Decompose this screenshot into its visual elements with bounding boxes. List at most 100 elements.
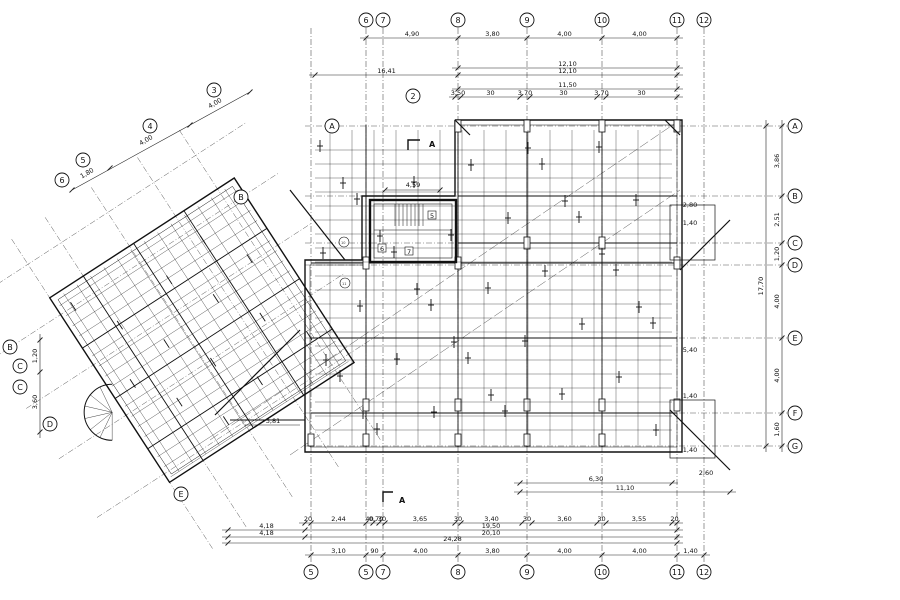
column bbox=[454, 119, 462, 133]
dimension-tick bbox=[455, 72, 461, 78]
column bbox=[523, 433, 531, 447]
grid-axis-angled bbox=[96, 332, 383, 518]
wing-rebar-tag bbox=[176, 397, 183, 407]
diagonal-reference-line bbox=[209, 119, 681, 441]
dim-misc-label: 5,40 bbox=[683, 346, 697, 354]
dimension-tick bbox=[674, 552, 680, 558]
dimension-tick bbox=[363, 35, 369, 41]
column bbox=[362, 398, 370, 412]
diagonal-reference-line bbox=[289, 189, 681, 456]
dimension-tick bbox=[779, 335, 785, 341]
dimension-tick bbox=[225, 540, 231, 546]
dim-top-5-label: 3,50 bbox=[451, 89, 465, 97]
grid-bubble-left-outer-label: E bbox=[178, 490, 183, 499]
wing-rebar bbox=[103, 267, 220, 446]
grid-axis-angled bbox=[26, 223, 312, 409]
dimension-tick bbox=[455, 552, 461, 558]
dim-lower-right-label: 2,60 bbox=[699, 469, 713, 477]
wing-beam bbox=[133, 243, 254, 429]
grid-bubble-angled-label: 5 bbox=[80, 156, 85, 165]
grid-bubble-top-label: 6 bbox=[363, 16, 368, 25]
grid-bubble-angled-label: 4 bbox=[147, 122, 152, 131]
dim-misc-label: 2,80 bbox=[683, 201, 697, 209]
dim-misc-label: 1,40 bbox=[683, 392, 697, 400]
section-mark-bottom: A bbox=[382, 491, 406, 505]
dim-bottom-1-label: 2,44 bbox=[331, 515, 345, 523]
dim-left-label: 1,20 bbox=[31, 349, 39, 363]
dimension-tick bbox=[674, 65, 680, 71]
dimension-tick bbox=[187, 122, 193, 128]
grid-bubble-left-outer: C bbox=[12, 379, 28, 395]
wing-rebar bbox=[63, 293, 180, 472]
grid-bubble-bottom-label: 5 bbox=[308, 568, 313, 577]
dimension-tick bbox=[37, 429, 43, 435]
dim-bottom-5-label: 4,00 bbox=[557, 547, 571, 555]
grid-bubble-right: A bbox=[787, 118, 803, 134]
dim-top-5-label: 3,70 bbox=[518, 89, 532, 97]
dimension-tick bbox=[225, 534, 231, 540]
wing-rebar-tag bbox=[212, 294, 219, 303]
column bbox=[523, 398, 531, 412]
grid-bubble-right-label: A bbox=[792, 122, 798, 131]
grid-bubble-right: G bbox=[787, 438, 803, 454]
grid-bubble-bottom: 10 bbox=[594, 564, 610, 580]
slab-outline bbox=[304, 119, 683, 453]
dimension-tick bbox=[674, 86, 680, 92]
grid-bubble-top-label: 11 bbox=[672, 16, 682, 25]
cantilever-brace bbox=[669, 409, 731, 471]
dim-left-label: 3,60 bbox=[31, 395, 39, 409]
curved-stair-tread bbox=[99, 386, 113, 413]
wing-rebar-tag bbox=[166, 275, 173, 285]
grid-bubble-top: 9 bbox=[519, 12, 535, 28]
grid-bubble-left-outer-label: C bbox=[17, 362, 23, 371]
grid-bubble-right-label: D bbox=[792, 261, 798, 270]
wing-rebar-tag bbox=[259, 312, 266, 322]
grid-bubble-bottom: 11 bbox=[669, 564, 685, 580]
cantilever-frame bbox=[669, 204, 716, 261]
column bbox=[598, 236, 606, 250]
dimension-tick bbox=[727, 489, 733, 495]
dimension-tick bbox=[674, 72, 680, 78]
dim-bottom-2-label: 4,18 bbox=[259, 522, 273, 530]
grid-bubble-left-outer: D bbox=[42, 416, 58, 432]
curved-stair-tread bbox=[90, 412, 113, 430]
dim-right-label: 2,51 bbox=[773, 212, 781, 226]
dim-bottom-1-label: 30 bbox=[454, 515, 462, 523]
grid-bubble-angled: 3 bbox=[206, 82, 222, 98]
dimension-tick bbox=[376, 520, 382, 526]
dim-bottom-3-label: 4,18 bbox=[259, 529, 273, 537]
dim-top-1-label: 4,90 bbox=[405, 30, 419, 38]
dim-bottom-3-label: 20,10 bbox=[482, 529, 501, 537]
grid-bubble-top: 8 bbox=[450, 12, 466, 28]
dimension-tick bbox=[527, 94, 533, 100]
dim-misc-label: 3,81 bbox=[266, 417, 280, 425]
wing-rebar-tag bbox=[129, 378, 136, 388]
dimension-tick bbox=[455, 35, 461, 41]
column bbox=[673, 398, 681, 412]
grid-bubble-angled: 6 bbox=[54, 172, 70, 188]
wing-rebar-tag bbox=[256, 376, 263, 386]
column bbox=[598, 398, 606, 412]
grid-bubble-left-outer-label: D bbox=[47, 420, 53, 429]
grid-bubble-right-label: E bbox=[792, 334, 797, 343]
grid-bubble-right: F bbox=[787, 405, 803, 421]
grid-bubble-bottom: 8 bbox=[450, 564, 466, 580]
wing-rebar bbox=[130, 249, 247, 428]
dimension-tick bbox=[529, 520, 535, 526]
dimension-tick bbox=[455, 65, 461, 71]
dimension-tick bbox=[458, 94, 464, 100]
dimension-lines bbox=[37, 35, 785, 558]
wing-rebar-tag bbox=[246, 254, 253, 264]
dimension-tick bbox=[107, 165, 113, 171]
grid-bubble-left-inner: A bbox=[324, 118, 340, 134]
dim-right-total-label: 17,70 bbox=[757, 277, 765, 296]
wing-rebar bbox=[211, 197, 327, 376]
grid-bubble-right: C bbox=[787, 235, 803, 251]
node-tag-11: 11 bbox=[342, 282, 346, 286]
grid-bubble-left-outer: E bbox=[173, 486, 189, 502]
dim-top-1-label: 4,00 bbox=[632, 30, 646, 38]
grid-bubble-bottom-label: 10 bbox=[597, 568, 607, 577]
grid-bubble-bottom: 7 bbox=[375, 564, 391, 580]
